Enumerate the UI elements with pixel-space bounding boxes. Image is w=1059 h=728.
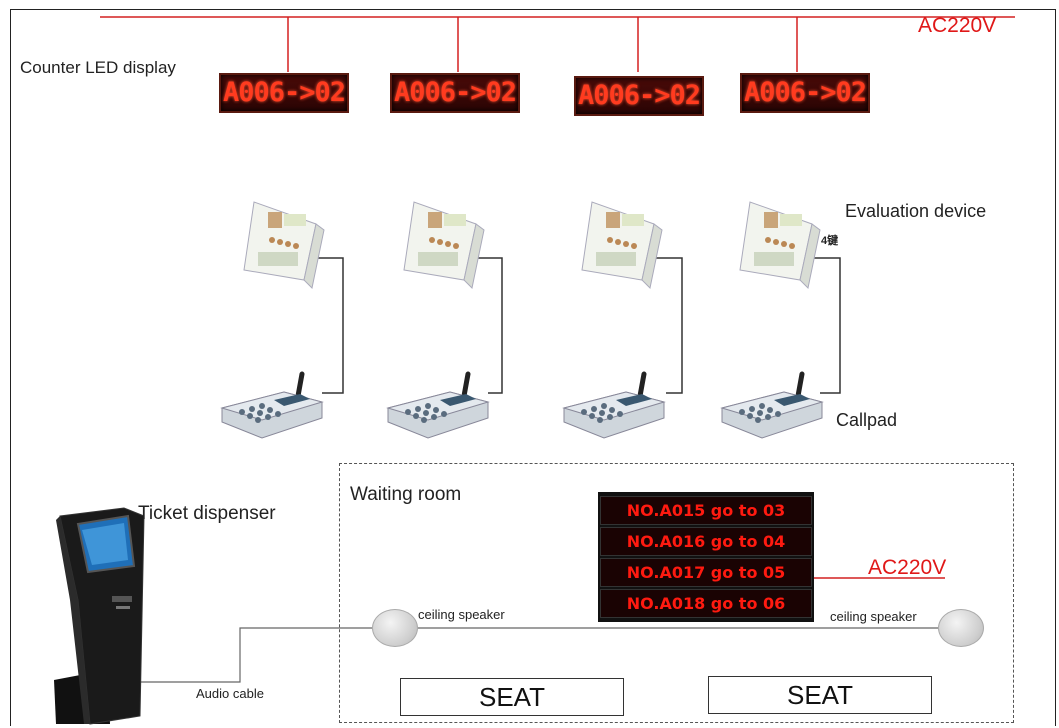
counter-led-display-3: A006->02 [574,76,704,116]
evaluation-key-note: 4键 [821,235,839,247]
counter-led-display-4: A006->02 [740,73,870,113]
ceiling-speaker-left [372,609,418,647]
evaluation-device-3 [581,201,663,290]
power-label-waiting: AC220V [868,556,947,579]
callpad-2 [386,371,490,439]
board-row-1: NO.A015 go to 03 [600,496,812,525]
waiting-room-title: Waiting room [350,484,462,505]
waiting-room-area [339,463,1014,723]
ceiling-speaker-right [938,609,984,647]
ticket-dispenser-label: Ticket dispenser [138,503,276,524]
callpad-3 [562,371,666,439]
power-label-top: AC220V [918,14,997,37]
seat-left: SEAT [400,678,624,716]
evaluation-device-2 [403,201,485,290]
wire-1 [310,257,344,394]
seat-right: SEAT [708,676,932,714]
ticket-dispenser-kiosk [54,507,145,725]
diagram-frame [10,9,1056,726]
audio-cable-line [110,627,372,683]
audio-cable-label: Audio cable [196,686,264,701]
wire-3 [648,257,683,394]
callpad-4 [720,371,824,439]
board-row-2: NO.A016 go to 04 [600,527,812,556]
counter-led-label: Counter LED display [20,58,176,77]
counter-led-display-2: A006->02 [390,73,520,113]
ceiling-speaker-left-label: ceiling speaker [418,607,505,622]
board-row-4: NO.A018 go to 06 [600,589,812,618]
callpad-1 [220,371,324,439]
counter-led-display-1: A006->02 [219,73,349,113]
evaluation-device-label: Evaluation device [845,201,987,221]
evaluation-device-1 [243,201,325,290]
ceiling-speaker-right-label: ceiling speaker [830,609,917,624]
wire-4 [805,257,841,394]
wire-2 [470,257,503,394]
callpad-label: Callpad [836,410,898,430]
board-row-3: NO.A017 go to 05 [600,558,812,587]
evaluation-device-4 [739,201,821,290]
waiting-room-led-board: NO.A015 go to 03 NO.A016 go to 04 NO.A01… [598,492,814,622]
